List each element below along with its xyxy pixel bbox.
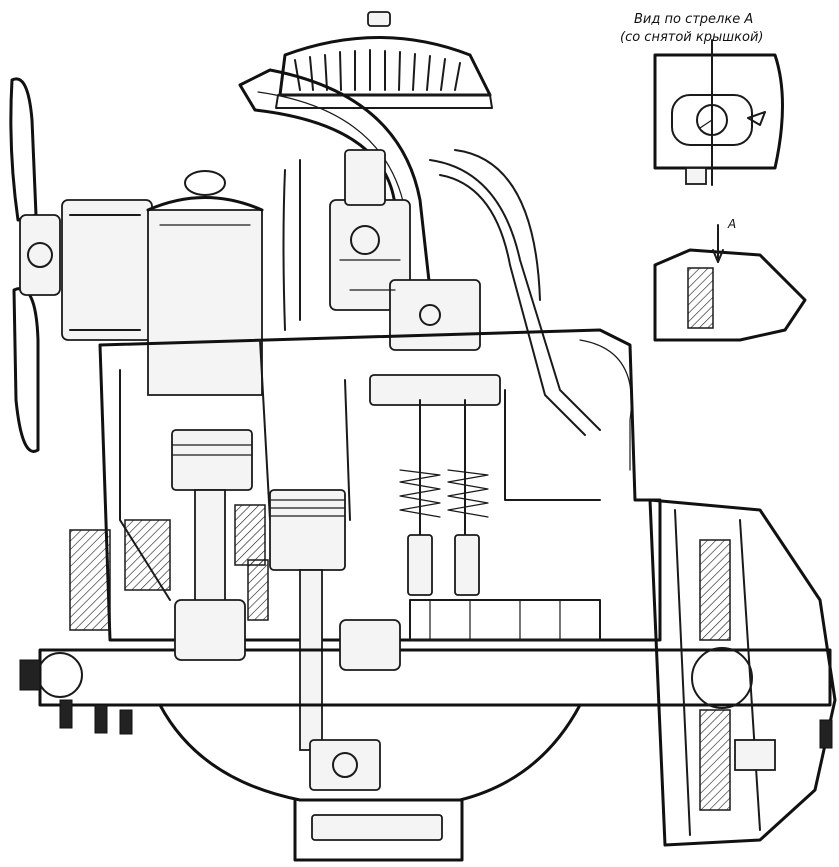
water-pump-housing — [61, 199, 153, 341]
view-a-subtitle: (со снятой крышкой) — [620, 30, 764, 45]
crank-pulley — [19, 529, 111, 698]
carburetor — [329, 149, 481, 351]
valve-train — [369, 374, 501, 596]
oil-filter — [146, 170, 264, 396]
clutch-housing — [648, 498, 837, 847]
view-a-section — [653, 224, 807, 342]
mounting-bolts — [59, 699, 833, 749]
cooling-fan — [9, 77, 61, 453]
oil-pump — [309, 739, 381, 791]
air-filter — [275, 11, 493, 109]
view-a-inset — [653, 39, 784, 186]
arrow-a-label: А — [728, 217, 737, 231]
fuel-lines — [282, 149, 632, 471]
piston-left — [124, 429, 266, 611]
view-a-title: Вид по стрелке А — [634, 12, 754, 27]
oil-pan — [158, 703, 582, 862]
